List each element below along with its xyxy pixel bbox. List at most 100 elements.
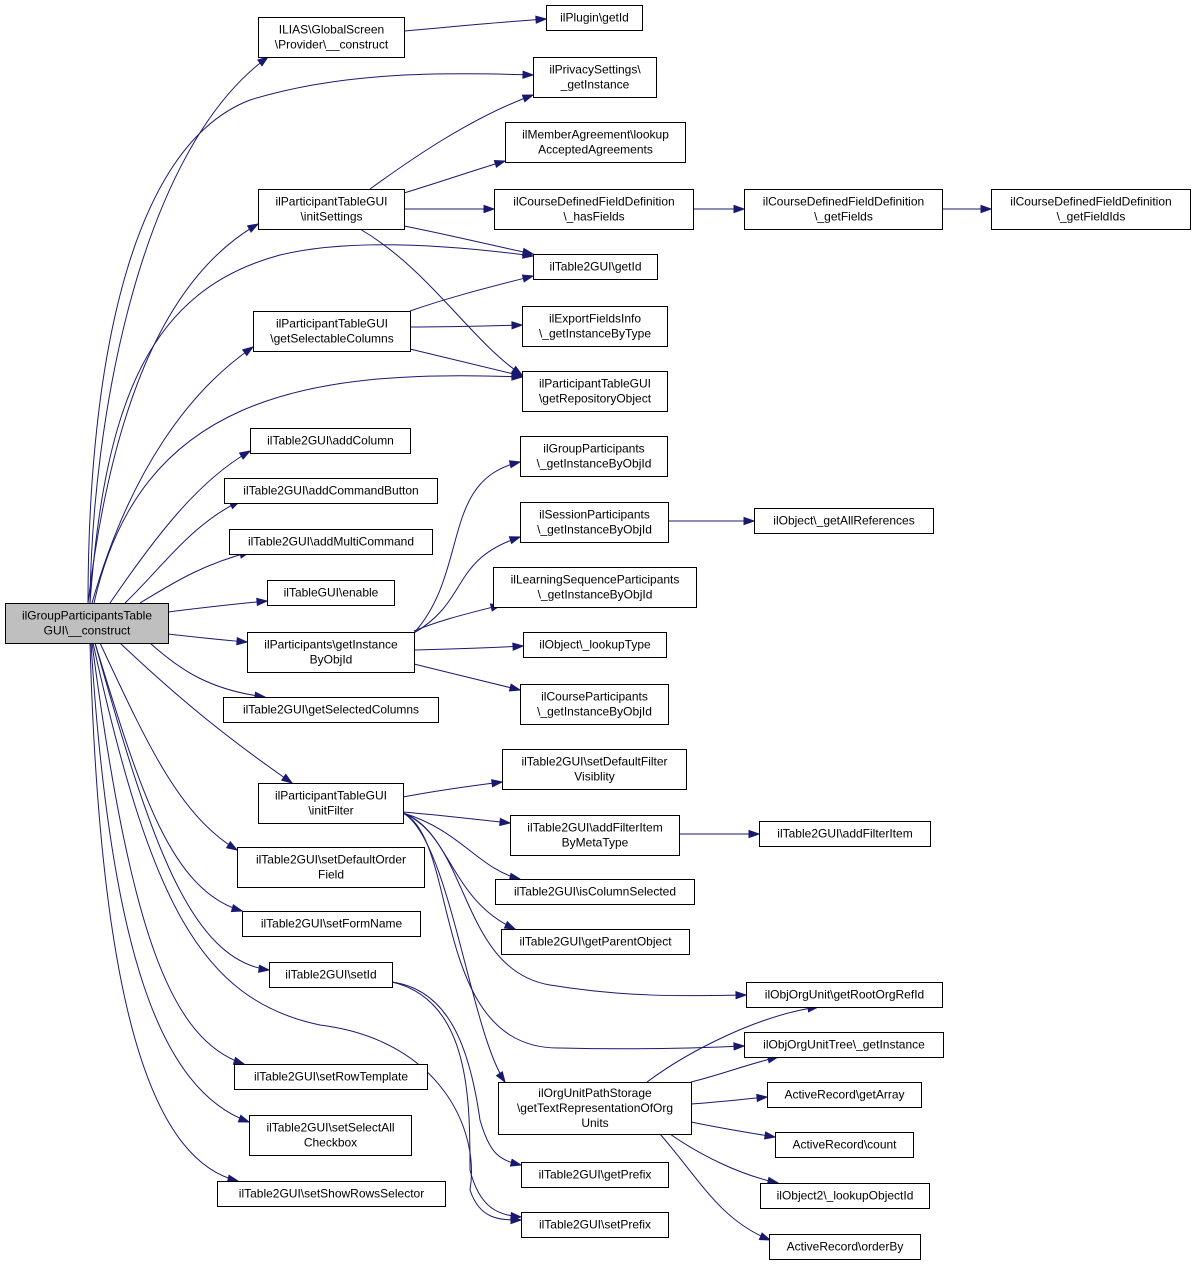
node-label: ByObjId <box>310 653 353 667</box>
node-label: \_getFieldIds <box>1057 210 1126 224</box>
call-edge <box>402 812 747 997</box>
call-edge <box>369 94 534 190</box>
call-edge <box>87 73 534 604</box>
function-node[interactable]: ilCourseDefinedFieldDefinition\_hasField… <box>494 189 694 230</box>
function-node[interactable]: ilPlugin\getId <box>546 5 643 31</box>
call-edge <box>359 228 523 376</box>
call-edge <box>109 450 251 604</box>
function-node[interactable]: ilTable2GUI\isColumnSelected <box>495 879 695 905</box>
function-node[interactable]: ActiveRecord\orderBy <box>769 1234 921 1260</box>
function-node[interactable]: ilLearningSequenceParticipants\_getInsta… <box>493 567 697 608</box>
node-box <box>501 929 690 955</box>
call-edge <box>403 160 506 194</box>
node-box <box>229 529 433 555</box>
arrowhead <box>756 1093 769 1103</box>
function-node[interactable]: ilObject\_lookupType <box>523 632 667 658</box>
function-node[interactable]: ActiveRecord\count <box>775 1132 914 1158</box>
function-node[interactable]: ilTable2GUI\setPrefix <box>521 1212 669 1238</box>
arrowhead <box>511 372 524 381</box>
node-label: ilLearningSequenceParticipants <box>511 573 680 587</box>
node-label: \getRepositoryObject <box>539 392 652 406</box>
node-box <box>520 436 668 477</box>
arrowhead <box>735 990 748 1000</box>
function-node[interactable]: ilTable2GUI\getId <box>533 254 658 280</box>
function-node[interactable]: ilParticipantTableGUI\getRepositoryObjec… <box>522 371 668 412</box>
function-node[interactable]: ilParticipantTableGUI\initFilter <box>258 783 404 824</box>
node-label: ilObjOrgUnit\getRootOrgRefId <box>765 988 924 1002</box>
function-node[interactable]: ilOrgUnitPathStorage\getTextRepresentati… <box>498 1082 692 1135</box>
function-node[interactable]: ilTable2GUI\addColumn <box>250 428 411 454</box>
function-node[interactable]: ilExportFieldsInfo\_getInstanceByType <box>522 306 668 347</box>
function-node[interactable]: ilTable2GUI\setRowTemplate <box>234 1064 428 1090</box>
node-label: ilPrivacySettings\ <box>549 63 641 77</box>
function-node[interactable]: ilCourseDefinedFieldDefinition\_getField… <box>991 189 1191 230</box>
call-edge <box>402 812 745 1050</box>
function-node[interactable]: ilTable2GUI\addCommandButton <box>224 478 438 504</box>
call-edge <box>94 642 270 971</box>
function-node[interactable]: ilParticipants\getInstanceByObjId <box>247 632 415 673</box>
function-node[interactable]: ilMemberAgreement\lookupAcceptedAgreemen… <box>505 122 686 163</box>
node-label: Units <box>581 1116 608 1130</box>
node-label: GUI\__construct <box>44 624 131 638</box>
arrowhead <box>509 1158 523 1167</box>
arrowhead <box>232 1056 246 1065</box>
function-node[interactable]: ilCourseParticipants\_getInstanceByObjId <box>520 684 669 725</box>
function-node[interactable]: ilObjOrgUnit\getRootOrgRefId <box>746 982 943 1008</box>
call-edge <box>659 1133 771 1241</box>
call-edge <box>413 604 502 632</box>
node-label: ilObject2\_lookupObjectId <box>777 1189 914 1203</box>
function-node[interactable]: ilObjOrgUnitTree\_getInstance <box>744 1032 944 1058</box>
function-node[interactable]: ilPrivacySettings\_getInstance <box>533 57 657 98</box>
node-box <box>775 1132 914 1158</box>
node-box <box>522 306 668 347</box>
function-node[interactable]: ilObject\_getAllReferences <box>754 508 934 534</box>
arrowhead <box>236 637 249 646</box>
function-node[interactable]: ilTableGUI\enable <box>267 580 395 606</box>
function-node[interactable]: ilGroupParticipants\_getInstanceByObjId <box>520 436 668 477</box>
function-node[interactable]: ilTable2GUI\getSelectedColumns <box>223 697 439 723</box>
call-edge <box>91 642 245 1065</box>
function-node[interactable]: ActiveRecord\getArray <box>767 1082 922 1108</box>
function-node[interactable]: ilCourseDefinedFieldDefinition\_getField… <box>744 189 943 230</box>
call-edge <box>403 18 547 32</box>
node-box <box>224 478 438 504</box>
node-label: ilGroupParticipantsTable <box>22 609 152 623</box>
function-node[interactable]: ilObject2\_lookupObjectId <box>760 1183 930 1209</box>
arrowhead <box>225 840 239 851</box>
call-edge <box>92 642 522 1221</box>
node-label: ilPlugin\getId <box>560 11 629 25</box>
node-label: ilSessionParticipants <box>539 508 650 522</box>
call-edge <box>391 981 522 1166</box>
function-node[interactable]: ilSessionParticipants\_getInstanceByObjI… <box>520 502 669 543</box>
arrowhead <box>521 94 535 103</box>
arrowhead <box>743 516 756 526</box>
call-edge <box>413 645 524 651</box>
node-label: ilTable2GUI\addFilterItem <box>777 827 912 841</box>
function-node[interactable]: ilTable2GUI\setShowRowsSelector <box>217 1181 446 1207</box>
function-node[interactable]: ilTable2GUI\addMultiCommand <box>229 529 433 555</box>
node-box <box>991 189 1191 230</box>
node-label: Field <box>318 868 344 882</box>
arrowhead <box>508 683 522 692</box>
arrowhead <box>521 274 535 283</box>
node-label: ilTable2GUI\addColumn <box>267 434 394 448</box>
function-node[interactable]: ilParticipantTableGUI\getSelectableColum… <box>253 311 411 352</box>
function-node[interactable]: ilTable2GUI\setId <box>269 962 393 988</box>
function-node[interactable]: ilTable2GUI\getParentObject <box>501 929 690 955</box>
function-node[interactable]: ilTable2GUI\addFilterItem <box>759 821 931 847</box>
function-node[interactable]: ilTable2GUI\getPrefix <box>521 1162 669 1188</box>
call-edge <box>669 1133 779 1184</box>
node-box <box>502 749 687 790</box>
node-label: ilCourseParticipants <box>541 690 648 704</box>
node-label: Checkbox <box>304 1136 357 1150</box>
node-label: ilTable2GUI\setShowRowsSelector <box>239 1187 424 1201</box>
function-node[interactable]: ILIAS\GlobalScreen\Provider\__construct <box>258 17 405 58</box>
function-node[interactable]: ilTable2GUI\setFormName <box>242 911 421 937</box>
function-node[interactable]: ilParticipantTableGUI\initSettings <box>258 189 405 230</box>
